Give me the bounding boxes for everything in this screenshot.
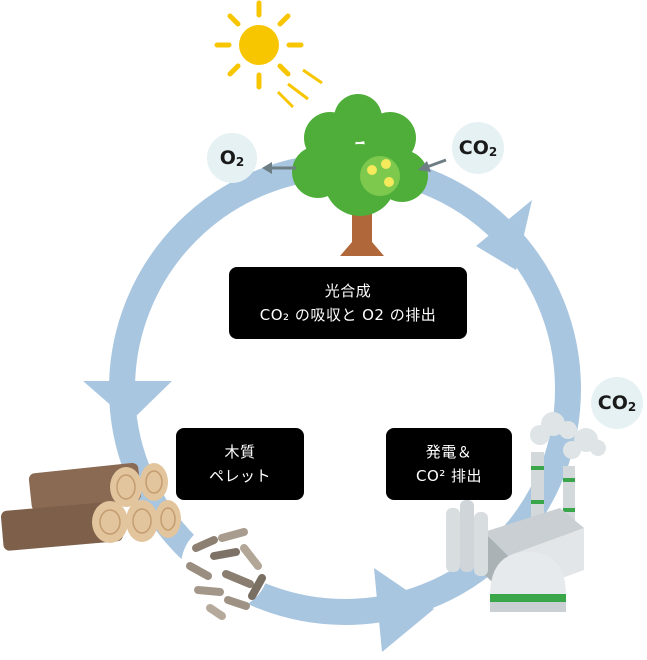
cycle-arrow-left [83, 381, 172, 422]
power-plant-line2: CO² 排出 [415, 467, 483, 485]
o2-main: O [219, 147, 236, 169]
power-plant-line1: 発電＆ [425, 443, 473, 461]
co2-plant-main: CO [597, 392, 628, 414]
photosynthesis-title: 光合成 [324, 282, 372, 300]
power-plant-label: 発電＆ CO² 排出 [386, 428, 512, 500]
photosynthesis-label: 光合成 CO₂ の吸収と O2 の排出 [229, 267, 467, 339]
photosynthesis-subtitle: CO₂ の吸収と O2 の排出 [259, 306, 437, 324]
biomass-line1: 木質 [224, 443, 256, 461]
pellets-icon [181, 522, 269, 620]
cycle-arrow-right [476, 200, 532, 270]
cycle-arrow-bottom [374, 568, 434, 652]
power-plant-icon [446, 412, 606, 612]
co2-tree-sub: 2 [488, 145, 498, 159]
biomass-line2: ペレット [208, 467, 271, 485]
wood-logs-icon [0, 462, 181, 551]
co2-plant-sub: 2 [627, 400, 637, 414]
co2-tree-main: CO [458, 137, 489, 159]
tree-icon [292, 94, 428, 256]
co2-in-arrow [418, 158, 447, 172]
o2-out-arrow [262, 162, 296, 174]
biomass-label: 木質 ペレット [176, 428, 304, 500]
o2-sub: 2 [235, 155, 245, 169]
sun-icon [214, 0, 323, 109]
